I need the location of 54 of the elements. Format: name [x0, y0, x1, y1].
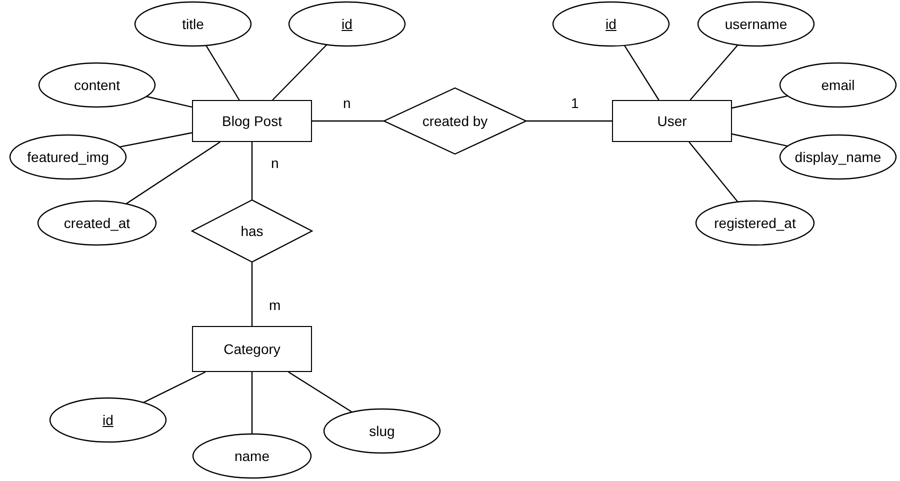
connector-line: [143, 371, 206, 404]
attribute-ellipse: [289, 2, 405, 46]
entity-box: [192, 326, 312, 372]
attribute-name: display_name: [794, 149, 882, 165]
connector-line: [251, 372, 253, 434]
connector-line: [288, 372, 352, 413]
entity-box: [612, 100, 732, 142]
attribute-ellipse: [193, 434, 311, 478]
attribute-ellipse: [135, 2, 251, 46]
attribute-name: slug: [369, 423, 395, 439]
attribute-ellipse: [38, 201, 156, 245]
connector-line: [251, 262, 253, 326]
attribute-name: created_at: [64, 215, 130, 231]
entity-box: [192, 100, 312, 142]
attribute-name: content: [74, 77, 120, 93]
relationship-name: has: [240, 223, 264, 239]
cardinality-label: 1: [569, 95, 581, 111]
connector-line: [146, 96, 192, 108]
key-attribute-name: id: [606, 16, 616, 32]
attribute-name: email: [821, 77, 855, 93]
connector-line: [312, 120, 384, 122]
attribute-ellipse: [10, 135, 126, 179]
attribute-name: registered_at: [714, 215, 796, 231]
connector-line: [119, 132, 192, 148]
attribute-ellipse: [50, 398, 166, 442]
attribute-name: name: [234, 448, 270, 464]
connector-line: [732, 95, 788, 109]
connector-line: [732, 133, 788, 147]
key-attribute-name: id: [342, 16, 352, 32]
attribute-ellipse: [553, 2, 669, 46]
relationship-diamond: [384, 88, 526, 154]
attribute-ellipse: [39, 63, 155, 107]
relationship-name: created by: [422, 113, 488, 129]
attribute-name: username: [724, 16, 788, 32]
entity-name: Category: [224, 341, 280, 357]
connector-line: [251, 142, 253, 200]
connector-line: [624, 45, 660, 100]
attribute-ellipse: [780, 63, 896, 107]
key-attribute-name: id: [102, 412, 114, 428]
attribute-name: title: [182, 16, 204, 32]
attribute-ellipse: [780, 135, 896, 179]
connector-line: [126, 142, 220, 204]
entity-name: Blog Post: [222, 113, 282, 129]
attribute-ellipse: [324, 409, 440, 453]
attribute-ellipse: [696, 201, 814, 245]
connector-line: [688, 142, 738, 202]
connector-line: [690, 44, 738, 100]
connector-line: [272, 44, 328, 100]
attribute-name: featured_img: [27, 149, 109, 165]
attribute-ellipse: [698, 2, 814, 46]
connector-line: [526, 120, 612, 122]
connector-line: [206, 45, 240, 100]
entity-name: User: [657, 113, 687, 129]
relationship-diamond: [192, 200, 312, 262]
